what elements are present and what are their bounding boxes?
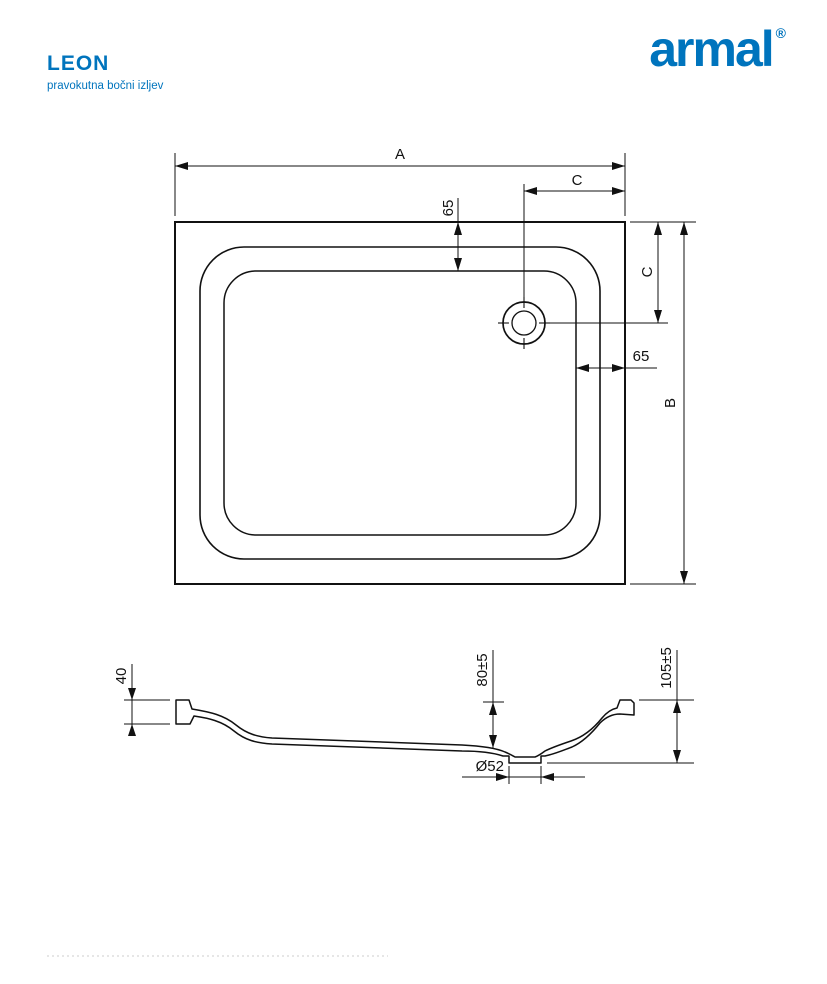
dim-height-b-label: B: [662, 398, 679, 408]
arrowhead-icon: [128, 724, 136, 736]
dim-drain-diameter-label: Ø52: [476, 758, 504, 775]
dim-rim-top-label: 65: [440, 200, 457, 217]
tray-section-profile: [175, 699, 635, 764]
dim-depth-80: [483, 650, 504, 748]
arrowhead-icon: [576, 364, 589, 372]
brand-logo: armal®: [649, 21, 786, 77]
arrowhead-icon: [654, 310, 662, 323]
product-name: LEON: [47, 52, 110, 75]
arrowhead-icon: [496, 773, 509, 781]
arrowhead-icon: [673, 750, 681, 763]
brand-logo-text: armal: [649, 21, 774, 77]
dim-width-a-label: A: [395, 146, 405, 163]
top-view: A C 65 C: [174, 146, 696, 585]
drain-inner-circle: [511, 310, 537, 336]
dim-drain-diameter-52: [462, 766, 585, 784]
dim-drain-offset-top-label: C: [572, 172, 583, 189]
arrowhead-icon: [541, 773, 554, 781]
arrowhead-icon: [680, 222, 688, 235]
drain: [498, 297, 550, 349]
dim-drain-offset-right-c: [548, 221, 696, 324]
arrowhead-icon: [612, 364, 625, 372]
arrowhead-icon: [654, 222, 662, 235]
dim-flange-height-label: 40: [113, 668, 130, 685]
dim-depth-label: 80±5: [474, 653, 491, 686]
registered-trademark-icon: ®: [775, 25, 786, 41]
arrowhead-icon: [489, 702, 497, 715]
dim-total-height-105: [547, 650, 694, 764]
tray-outer-edge: [174, 221, 626, 585]
dim-rim-top-65: [454, 198, 462, 271]
arrowhead-icon: [128, 688, 136, 700]
arrowhead-icon: [612, 187, 625, 195]
section-view: 40 80±5 105±5: [113, 647, 694, 784]
arrowhead-icon: [489, 735, 497, 748]
product-subtitle: pravokutna bočni izljev: [47, 80, 164, 92]
tray-rim-edge: [199, 246, 601, 560]
dim-rim-right-label: 65: [633, 348, 650, 365]
dim-total-height-label: 105±5: [658, 647, 675, 689]
arrowhead-icon: [454, 258, 462, 271]
dim-drain-offset-right-label: C: [639, 266, 656, 277]
arrowhead-icon: [612, 162, 625, 170]
arrowhead-icon: [454, 222, 462, 235]
arrowhead-icon: [680, 571, 688, 584]
arrowhead-icon: [524, 187, 537, 195]
tray-basin-edge: [223, 270, 577, 536]
arrowhead-icon: [175, 162, 188, 170]
dim-height-b: [630, 222, 696, 585]
drain-outer-circle: [502, 301, 546, 345]
dim-rim-right-65: [576, 364, 657, 372]
dim-drain-offset-top-c: [523, 184, 625, 298]
dim-width-a: [174, 153, 626, 216]
arrowhead-icon: [673, 700, 681, 713]
dim-flange-height-40: [124, 664, 170, 736]
